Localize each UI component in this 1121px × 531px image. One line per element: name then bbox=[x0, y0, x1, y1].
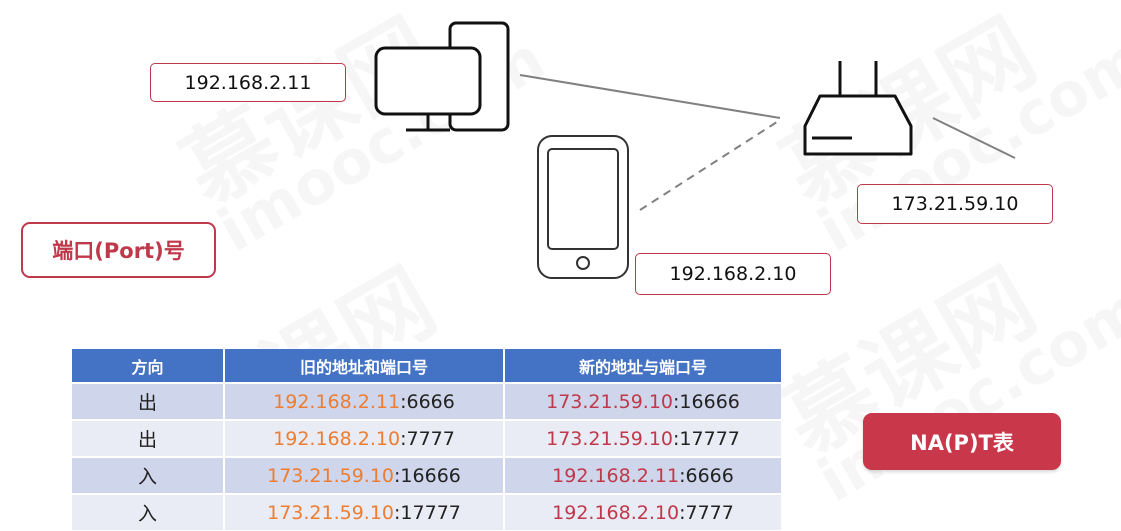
phone-ip-label: 192.168.2.10 bbox=[635, 253, 831, 295]
new-ip: 173.21.59.10 bbox=[546, 390, 674, 413]
new-address-cell: 192.168.2.11:6666 bbox=[504, 456, 781, 494]
napt-table-button[interactable]: NA(P)T表 bbox=[863, 413, 1061, 470]
new-port: :7777 bbox=[679, 501, 734, 524]
direction-cell: 入 bbox=[72, 456, 225, 494]
desktop-computer-icon bbox=[374, 21, 510, 132]
napt-table: 方向 旧的地址和端口号 新的地址与端口号 出 192.168.2.11:6666… bbox=[72, 349, 781, 530]
smartphone-icon bbox=[537, 135, 629, 279]
pc-ip-label: 192.168.2.11 bbox=[150, 63, 346, 102]
new-ip: 192.168.2.11 bbox=[552, 464, 680, 487]
table-row: 入 173.21.59.10:17777 192.168.2.10:7777 bbox=[72, 493, 781, 530]
old-port: :16666 bbox=[394, 464, 461, 487]
router-ip-label: 173.21.59.10 bbox=[857, 184, 1053, 224]
new-address-cell: 173.21.59.10:17777 bbox=[504, 419, 781, 457]
new-port: :16666 bbox=[673, 390, 740, 413]
table-row: 出 192.168.2.11:6666 173.21.59.10:16666 bbox=[72, 382, 781, 420]
old-ip: 192.168.2.11 bbox=[273, 390, 401, 413]
old-ip: 192.168.2.10 bbox=[273, 427, 401, 450]
old-port: :17777 bbox=[394, 501, 461, 524]
old-address-cell: 192.168.2.11:6666 bbox=[224, 382, 505, 420]
new-ip: 173.21.59.10 bbox=[546, 427, 674, 450]
new-address-cell: 173.21.59.10:16666 bbox=[504, 382, 781, 420]
old-port: :7777 bbox=[400, 427, 455, 450]
old-address-cell: 173.21.59.10:17777 bbox=[224, 493, 505, 530]
table-header-row: 方向 旧的地址和端口号 新的地址与端口号 bbox=[72, 349, 781, 383]
pc-router-link bbox=[519, 74, 781, 119]
header-direction: 方向 bbox=[72, 349, 225, 383]
direction-cell: 入 bbox=[72, 493, 225, 530]
new-port: :6666 bbox=[679, 464, 734, 487]
old-ip: 173.21.59.10 bbox=[267, 464, 395, 487]
router-internet-link bbox=[932, 117, 1016, 159]
old-port: :6666 bbox=[400, 390, 455, 413]
header-old-address: 旧的地址和端口号 bbox=[224, 349, 505, 383]
new-address-cell: 192.168.2.10:7777 bbox=[504, 493, 781, 530]
header-new-address: 新的地址与端口号 bbox=[504, 349, 781, 383]
router-icon bbox=[803, 61, 913, 156]
table-row: 出 192.168.2.10:7777 173.21.59.10:17777 bbox=[72, 419, 781, 457]
direction-cell: 出 bbox=[72, 382, 225, 420]
old-address-cell: 192.168.2.10:7777 bbox=[224, 419, 505, 457]
new-ip: 192.168.2.10 bbox=[552, 501, 680, 524]
table-row: 入 173.21.59.10:16666 192.168.2.11:6666 bbox=[72, 456, 781, 494]
old-address-cell: 173.21.59.10:16666 bbox=[224, 456, 505, 494]
phone-router-link bbox=[639, 119, 781, 211]
new-port: :17777 bbox=[673, 427, 740, 450]
direction-cell: 出 bbox=[72, 419, 225, 457]
old-ip: 173.21.59.10 bbox=[267, 501, 395, 524]
port-number-title: 端口(Port)号 bbox=[21, 222, 216, 278]
